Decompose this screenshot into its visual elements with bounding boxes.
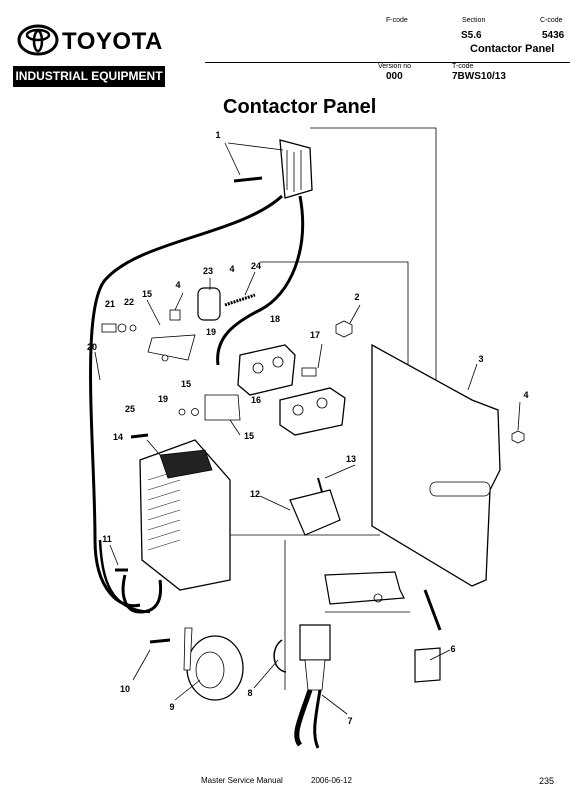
callout-21: 21 [105, 299, 115, 309]
callout-16: 16 [251, 395, 261, 405]
callout-10: 10 [120, 684, 130, 694]
callout-19: 19 [206, 327, 216, 337]
callout-15: 15 [181, 379, 191, 389]
callout-22: 22 [124, 297, 134, 307]
footer-manual: Master Service Manual [201, 776, 283, 785]
callout-12: 12 [250, 489, 260, 499]
callout-13: 13 [346, 454, 356, 464]
callout-11: 11 [102, 534, 112, 544]
callout-23: 23 [203, 266, 213, 276]
division-bar: INDUSTRIAL EQUIPMENT [13, 66, 165, 87]
footer-date: 2006-06-12 [311, 776, 352, 785]
section-title: Contactor Panel [470, 43, 555, 55]
fcode-label: F-code [386, 17, 408, 24]
header-divider [205, 62, 570, 63]
callout-18: 18 [270, 314, 280, 324]
callout-4: 4 [523, 390, 528, 400]
callout-25: 25 [125, 404, 135, 414]
callout-8: 8 [247, 688, 252, 698]
callout-15: 15 [244, 431, 254, 441]
callout-3: 3 [478, 354, 483, 364]
callout-19: 19 [158, 394, 168, 404]
tcode-label: T-code [452, 63, 474, 70]
brand-name: TOYOTA [62, 28, 163, 55]
callout-7: 7 [347, 716, 352, 726]
callout-14: 14 [113, 432, 123, 442]
footer-page-number: 235 [539, 776, 555, 786]
page-title: Contactor Panel [223, 96, 377, 118]
callout-6: 6 [450, 644, 455, 654]
callout-24: 24 [251, 261, 261, 271]
ccode-value: 5436 [542, 30, 565, 41]
callout-17: 17 [310, 330, 320, 340]
version-value: 000 [386, 71, 403, 82]
toyota-emblem-icon [17, 24, 59, 56]
callout-2: 2 [354, 292, 359, 302]
ccode-label: C-code [540, 17, 563, 24]
callout-15: 15 [142, 289, 152, 299]
callout-9: 9 [169, 702, 174, 712]
version-label: Version no [378, 63, 412, 70]
callout-1: 1 [215, 130, 220, 140]
callout-20: 20 [87, 342, 97, 352]
section-label: Section [462, 17, 486, 24]
callout-4: 4 [175, 280, 180, 290]
callout-4: 4 [229, 264, 234, 274]
tcode-value: 7BWS10/13 [452, 71, 506, 82]
section-value: S5.6 [461, 30, 482, 41]
